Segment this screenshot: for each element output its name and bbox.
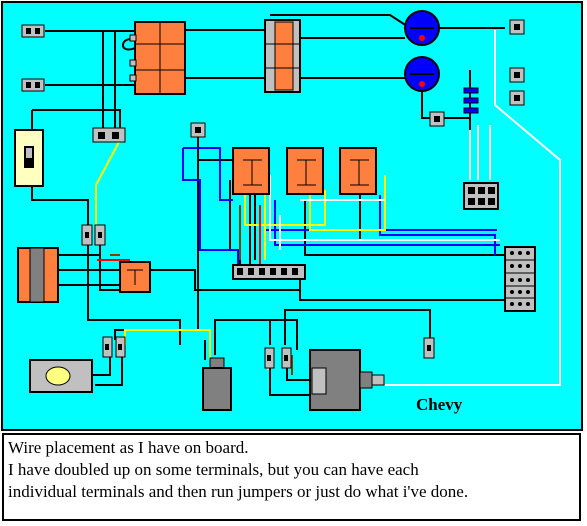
terminal-right-mid [509, 67, 525, 83]
terminal-pair-switch [92, 127, 126, 143]
wiring-board: Chevy [1, 1, 583, 431]
red-wires [97, 205, 261, 265]
coil [463, 70, 479, 130]
caption-box: Wire placement as I have on board. I hav… [2, 433, 581, 521]
terminal-pair-middle [21, 78, 45, 92]
white-wires [269, 30, 561, 386]
caption-line-1: Wire placement as I have on board. [8, 438, 249, 457]
terminal-right-top [509, 19, 525, 35]
toggle-switch [14, 129, 44, 187]
terminal-center [190, 122, 206, 138]
terminal-strip-center [232, 264, 306, 280]
relay-small-2 [286, 147, 324, 195]
terminal-single-lower-right [423, 337, 435, 359]
terminal-block-six [463, 182, 499, 210]
horn-upper [404, 10, 440, 46]
battery-block [17, 247, 59, 303]
terminal-horn-ground [429, 111, 445, 127]
terminal-pair-lower-center [264, 347, 292, 369]
motor [309, 349, 385, 411]
relay-block-top [264, 19, 301, 93]
caption-line-3: individual terminals and then run jumper… [8, 482, 469, 501]
relay-small-3 [339, 147, 377, 195]
brown-wires [110, 205, 293, 375]
lamp [29, 359, 93, 393]
terminal-strip-right [504, 246, 536, 312]
terminal-right-lower [509, 90, 525, 106]
caption-line-2: I have doubled up on some terminals, but… [8, 460, 419, 479]
terminal-pair-lower-left [102, 336, 126, 358]
horn-lower [404, 56, 440, 92]
terminal-pair-left [81, 224, 106, 246]
relay-lower-left [119, 261, 151, 293]
relay-small-1 [232, 147, 270, 195]
solenoid [202, 357, 232, 411]
terminal-pair-top [21, 24, 45, 38]
brand-label: Chevy [416, 395, 463, 414]
main-relay [129, 21, 186, 95]
